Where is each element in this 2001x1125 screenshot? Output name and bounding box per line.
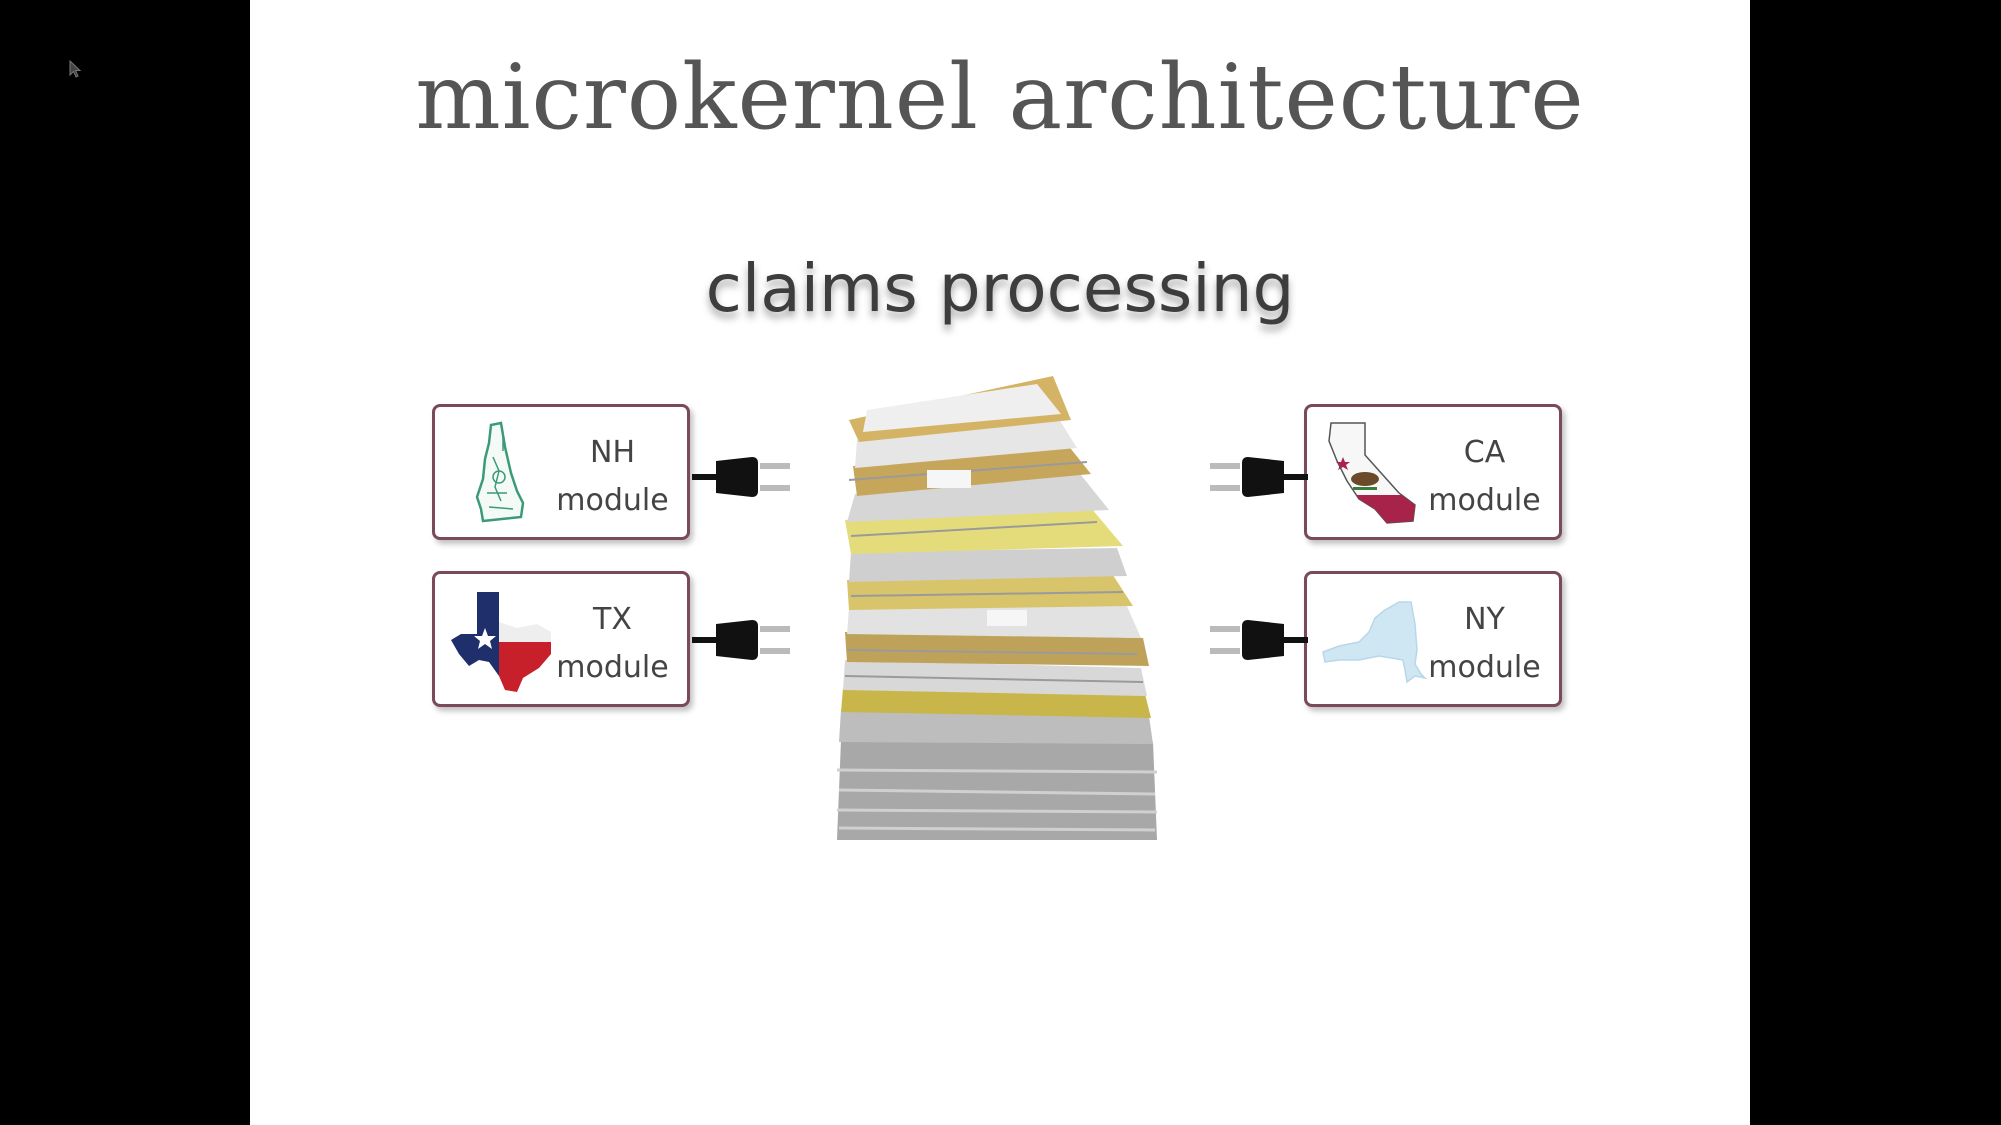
slide-subtitle: claims processing	[705, 250, 1295, 327]
california-flag-map-icon	[1328, 422, 1416, 524]
tx-state-code: TX	[593, 602, 632, 637]
tx-module-box: TX module	[432, 571, 690, 707]
ny-plug-icon	[1210, 620, 1308, 660]
nh-module-box: NH module	[432, 404, 690, 540]
ny-module-label: NY module	[1422, 596, 1547, 692]
nh-module-word: module	[556, 483, 669, 518]
texas-flag-map-icon	[451, 592, 551, 692]
new-hampshire-map-icon	[475, 421, 525, 523]
slide-title: microkernel architecture	[415, 45, 1585, 150]
nh-plug-icon	[692, 457, 790, 497]
new-york-map-icon	[1322, 601, 1428, 684]
nh-module-label: NH module	[550, 429, 675, 525]
tx-module-label: TX module	[550, 596, 675, 692]
ny-module-box: NY module	[1304, 571, 1562, 707]
paper-stack-icon	[836, 376, 1158, 840]
ca-module-word: module	[1428, 483, 1541, 518]
mouse-cursor-icon	[69, 60, 82, 78]
tx-module-word: module	[556, 650, 669, 685]
ny-module-word: module	[1428, 650, 1541, 685]
ny-state-code: NY	[1464, 602, 1505, 637]
ca-plug-icon	[1210, 457, 1308, 497]
presentation-slide: microkernel architecture claims processi…	[250, 0, 1750, 1125]
ca-module-box: CA module	[1304, 404, 1562, 540]
tx-plug-icon	[692, 620, 790, 660]
nh-state-code: NH	[590, 435, 635, 470]
ca-module-label: CA module	[1422, 429, 1547, 525]
ca-state-code: CA	[1463, 435, 1506, 470]
